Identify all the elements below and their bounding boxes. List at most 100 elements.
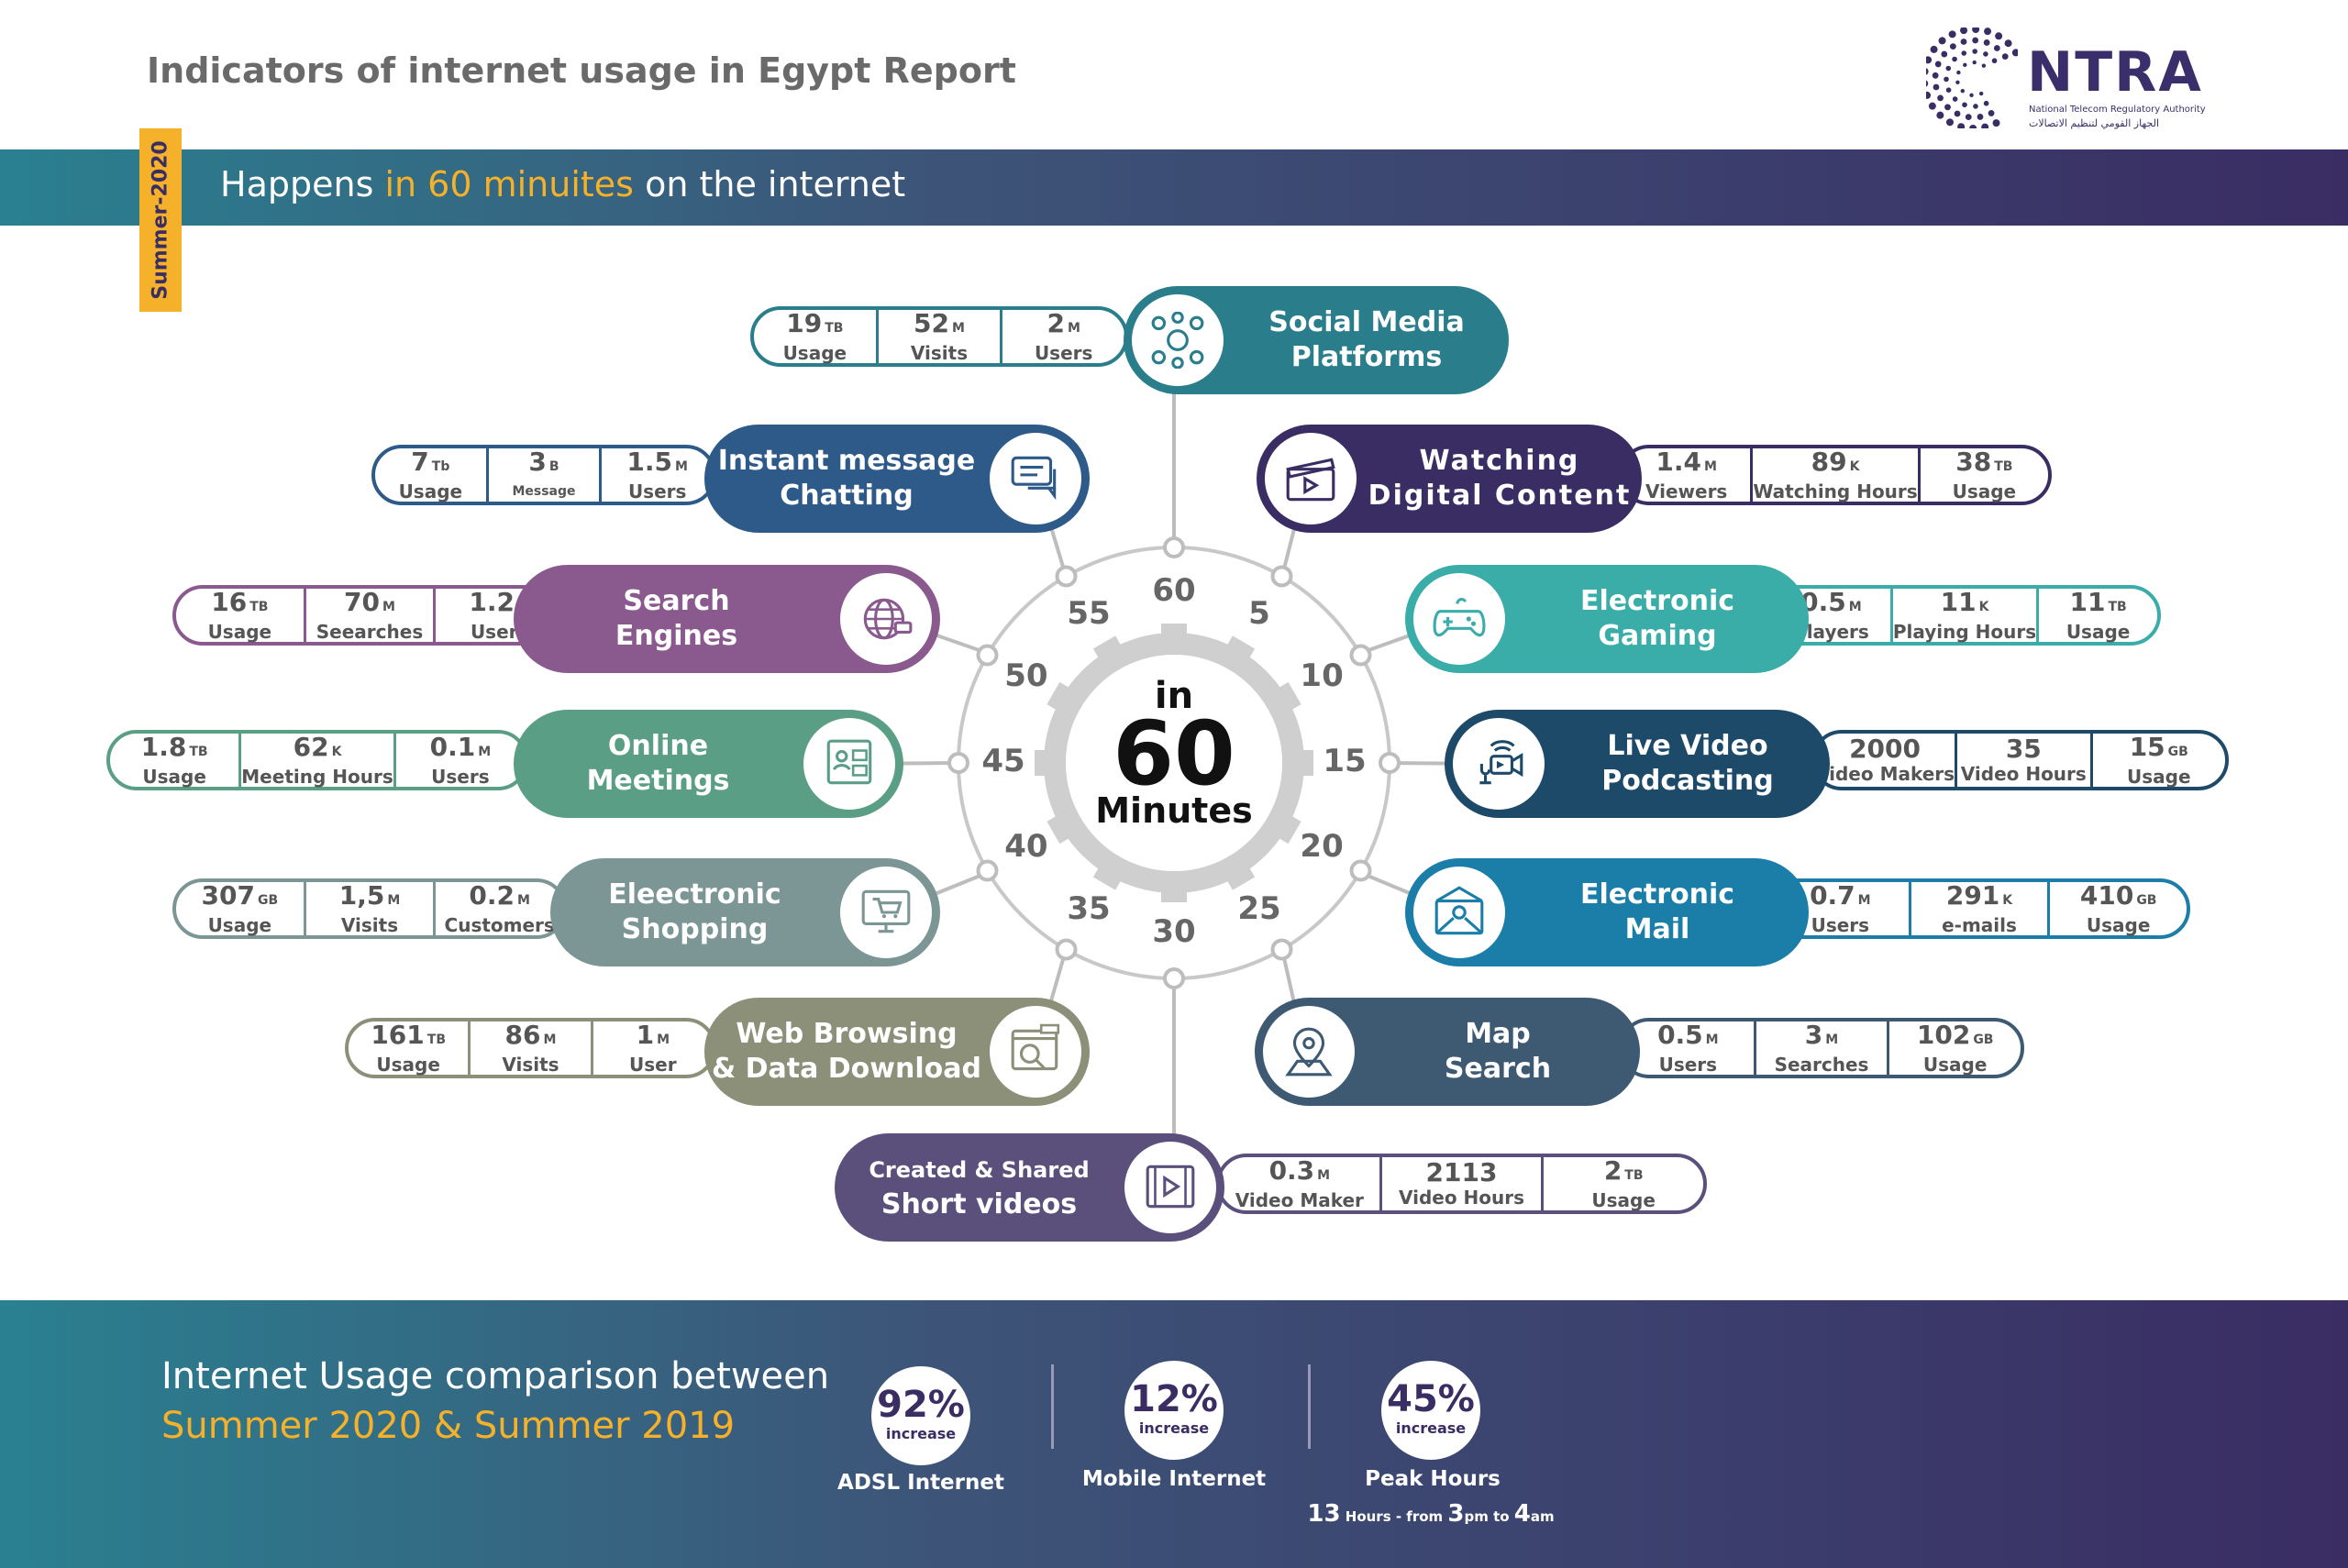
logo-dot (1995, 32, 2003, 40)
stat-label: Users (627, 480, 687, 502)
stat-unit: GB (257, 892, 279, 908)
logo-dot (2004, 39, 2012, 48)
stat-label: Viewers (1645, 480, 1728, 502)
band-prefix: Happens (220, 164, 385, 204)
logo-dot (1954, 110, 1961, 117)
stat-label: Users (1034, 341, 1093, 364)
comparison-subtitle: Summer 2020 & Summer 2019 (161, 1405, 736, 1447)
adsl-pct: 92% (877, 1384, 965, 1426)
browser-icon (1011, 1023, 1060, 1071)
clock-number: 20 (1300, 828, 1344, 865)
clock-number: 30 (1152, 913, 1196, 950)
stat-label: Usage (2066, 620, 2131, 643)
stat-label: Playing Hours (1892, 620, 2037, 643)
peak-stat-circle: 45% increase (1381, 1361, 1480, 1460)
clock-dot (976, 644, 999, 667)
peak-to-text: am (1530, 1508, 1555, 1525)
logo-dot (1934, 61, 1942, 68)
stat-number: 1 (636, 1019, 655, 1050)
ntra-logo: NTRA National Telecom Regulatory Authori… (1921, 26, 2229, 133)
stat-number: 3 (1804, 1019, 1823, 1050)
logo-dot (1991, 58, 1998, 64)
mail-icon (1434, 886, 1484, 935)
season-tag: Summer-2020 (139, 128, 182, 312)
category-title-line1: Social Media (1268, 306, 1465, 338)
logo-arabic: الجهاز القومي لتنظيم الاتصالات (2029, 117, 2160, 129)
logo-dot (1932, 72, 1939, 79)
category-title-line1: Watching (1419, 445, 1580, 477)
mobile-pct: 12% (1130, 1378, 1218, 1420)
stat-unit: M (382, 599, 395, 614)
logo-dot (1977, 114, 1984, 120)
logo-dot (1992, 119, 2000, 127)
clock-dot (1379, 752, 1401, 774)
category-title-line2: Digital Content (1368, 480, 1632, 512)
logo-dot (1993, 45, 2000, 51)
stat-unit: B (548, 458, 559, 474)
stat-label: Visits (910, 341, 969, 364)
band-suffix: on the internet (633, 164, 906, 204)
stat-unit: M (1848, 599, 1862, 614)
stat-number: 11 (1940, 586, 1977, 617)
stat-unit: K (1849, 458, 1860, 474)
stat-number: 70 (344, 586, 381, 617)
logo-dot (1945, 87, 1952, 94)
stat-label: Usage (1591, 1188, 1656, 1211)
stat-unit: M (1825, 1032, 1839, 1047)
stat-number: 62 (293, 731, 329, 762)
separator (1308, 1364, 1311, 1449)
stat-unit: M (952, 320, 965, 336)
clock-dot (1349, 644, 1372, 667)
clock-number: 25 (1237, 890, 1281, 928)
logo-dot (1937, 94, 1944, 102)
peak-hours-num: 13 (1307, 1500, 1341, 1528)
logo-dot (1944, 104, 1951, 111)
stat-unit: GB (1973, 1032, 1994, 1047)
stat-number: 1.5 (626, 446, 673, 477)
logo-dot (2011, 49, 2020, 57)
logo-dot (1952, 56, 1957, 62)
stat-label: Usage (2127, 765, 2191, 788)
stat-label: Video Hours (1398, 1187, 1525, 1209)
stat-label: Visits (340, 913, 399, 936)
category-title-line2: Shopping (621, 913, 769, 945)
logo-dot (1960, 27, 1968, 35)
clock-dot (947, 752, 969, 774)
peak-to-num: 4 (1513, 1500, 1531, 1528)
stat-label: Customers (444, 913, 555, 936)
logo-dot (1988, 110, 1995, 116)
stat-unit: M (543, 1032, 557, 1047)
logo-dot (1948, 30, 1956, 39)
stat-number: 7 (411, 446, 429, 477)
clock-dot (1163, 967, 1185, 989)
stat-number: 16 (211, 586, 248, 617)
stat-value: 2113 (1426, 1159, 1498, 1187)
clock-number: 40 (1004, 828, 1048, 865)
